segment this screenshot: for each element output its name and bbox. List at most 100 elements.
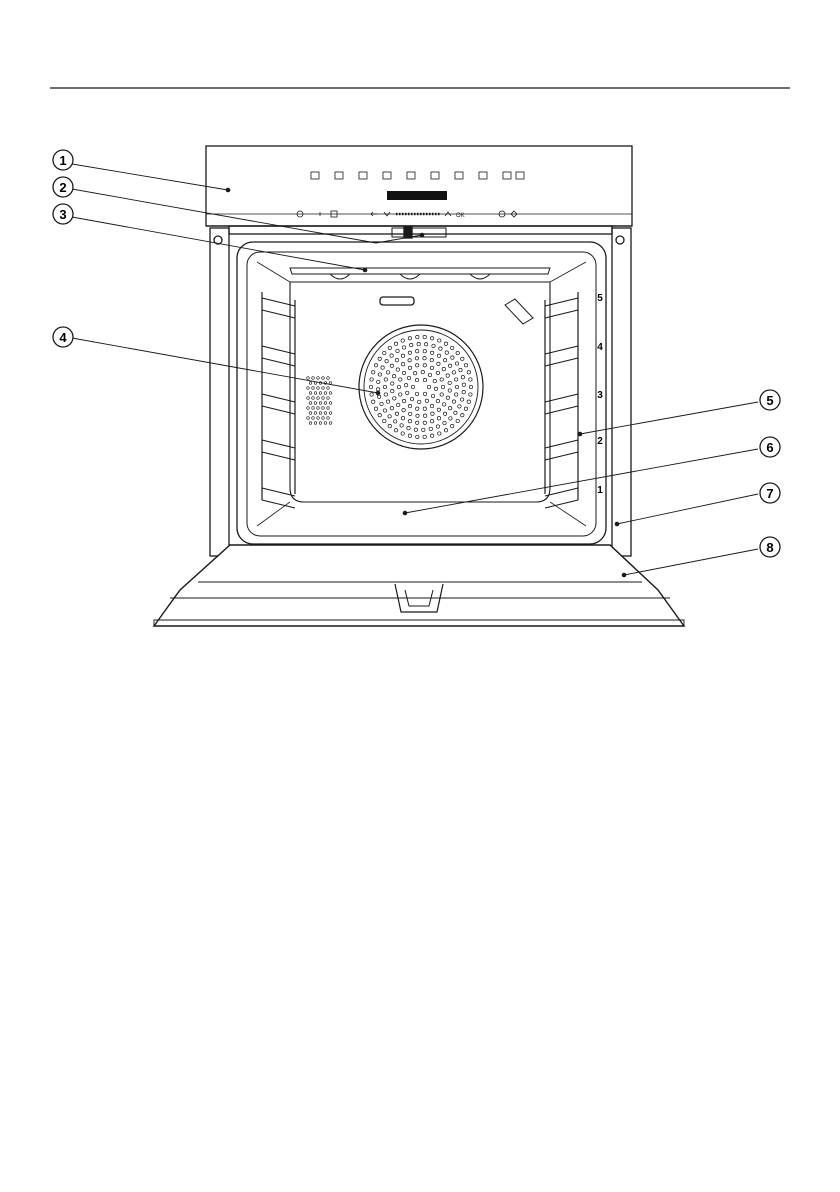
callout-6: 6	[760, 437, 780, 457]
perforation-dot	[448, 381, 451, 384]
vent-dot	[319, 422, 322, 425]
perforation-dot	[383, 409, 386, 412]
perforation-dot	[423, 350, 426, 353]
vent-dot	[314, 422, 317, 425]
perforation-dot	[446, 396, 449, 399]
perforation-dot	[407, 426, 410, 429]
shelf-level-label: 4	[597, 342, 603, 353]
perforation-dot	[444, 342, 447, 345]
vent-dot	[322, 407, 325, 410]
vent-dot	[317, 407, 320, 410]
perforation-dot	[448, 389, 451, 392]
top-heating-element	[290, 268, 550, 274]
perforation-dot	[397, 403, 400, 406]
perforation-dot	[431, 394, 434, 397]
endpoint-dot	[615, 522, 620, 527]
callout-number: 8	[766, 540, 773, 555]
perforation-dot	[455, 385, 458, 388]
vent-dot	[309, 422, 312, 425]
vent-dot	[309, 382, 312, 385]
vent-dot	[307, 397, 310, 400]
perforation-dot	[469, 378, 472, 381]
perforation-dot	[401, 339, 404, 342]
perforation-dot	[381, 366, 384, 369]
shelf-level-label: 3	[597, 390, 603, 401]
perforation-dot	[397, 385, 400, 388]
perforation-dot	[377, 380, 380, 383]
perforation-dot	[372, 400, 375, 403]
perforation-dot	[451, 424, 454, 427]
vent-dot	[324, 392, 327, 395]
vent-dot	[312, 397, 315, 400]
perforation-dot	[436, 425, 439, 428]
perforation-dot	[434, 387, 437, 390]
perforation-dot	[416, 407, 419, 410]
vent-dot	[322, 387, 325, 390]
cavity-edge-tr	[550, 262, 586, 282]
perforation-dot	[455, 393, 458, 396]
perforation-dot	[423, 357, 426, 360]
callout-4: 4	[53, 327, 73, 347]
perforation-dot	[401, 354, 404, 357]
perforation-dot	[423, 364, 426, 367]
perforation-dot	[388, 415, 391, 418]
perforation-dot	[395, 359, 398, 362]
perforation-dot	[437, 362, 440, 365]
perforation-dot	[425, 399, 428, 402]
perforation-dot	[396, 368, 399, 371]
callout-number: 5	[766, 393, 773, 408]
callout-number: 7	[766, 486, 773, 501]
heating-element-loops	[330, 274, 490, 279]
perforation-dot	[404, 384, 407, 387]
vent-dot	[307, 387, 310, 390]
perforation-dot	[384, 378, 387, 381]
endpoint-dot	[578, 432, 583, 437]
perforation-dot	[436, 399, 439, 402]
perforation-dot	[370, 393, 373, 396]
perforation-dot	[415, 357, 418, 360]
vent-dot	[319, 392, 322, 395]
perforation-dot	[437, 354, 440, 357]
vent-dot	[324, 402, 327, 405]
callout-number: 1	[59, 153, 66, 168]
perforation-dot	[402, 409, 405, 412]
shelf-level-label: 5	[597, 293, 603, 304]
vent-dot	[317, 387, 320, 390]
perforation-dot	[383, 351, 386, 354]
perforation-dot	[394, 342, 397, 345]
callout-5: 5	[760, 390, 780, 410]
perforation-dot	[443, 403, 446, 406]
perforation-dot	[443, 359, 446, 362]
vent-dot	[327, 407, 330, 410]
perforation-dot	[446, 374, 449, 377]
perforation-dot	[430, 351, 433, 354]
endpoint-dot	[226, 188, 231, 193]
vent-dot	[327, 387, 330, 390]
perforation-dot	[437, 408, 440, 411]
perforation-dot	[452, 371, 455, 374]
perforation-dot	[370, 378, 373, 381]
perforation-dot	[452, 400, 455, 403]
perforation-dot	[455, 362, 458, 365]
perforation-dot	[467, 371, 470, 374]
vent-dot	[322, 417, 325, 420]
perforation-dot	[469, 385, 472, 388]
perforation-dot	[408, 404, 411, 407]
vent-dot	[312, 417, 315, 420]
callout-1: 1	[53, 150, 73, 170]
perforation-dot	[408, 359, 411, 362]
perforation-dot	[423, 335, 426, 338]
perforation-dot	[408, 434, 411, 437]
vent-dot	[319, 412, 322, 415]
perforation-dot	[443, 421, 446, 424]
perforation-dot	[458, 405, 461, 408]
fan-cover-ring	[364, 330, 478, 444]
vent-dot	[324, 422, 327, 425]
right-side-column	[612, 228, 631, 556]
vent-dot	[307, 407, 310, 410]
perforation-dot	[410, 343, 413, 346]
vent-dot	[327, 377, 330, 380]
vent-dot	[312, 387, 315, 390]
perforation-dot	[391, 389, 394, 392]
perforation-dot	[444, 429, 447, 432]
